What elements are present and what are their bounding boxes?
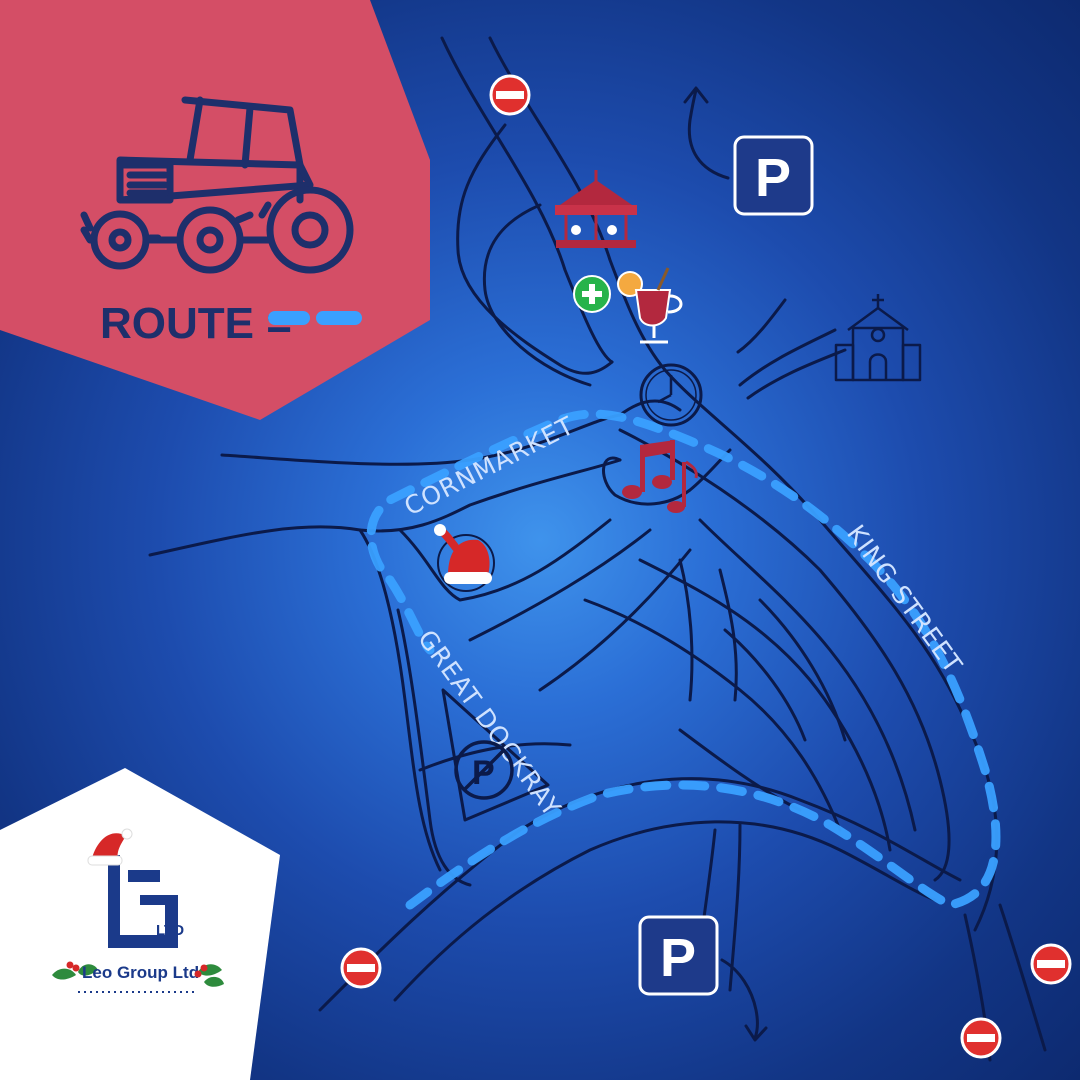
- church-icon: [834, 294, 922, 382]
- svg-text:P: P: [472, 754, 495, 792]
- no-entry-icon: [960, 1017, 1002, 1059]
- santa-hat-icon: [87, 828, 133, 866]
- arrow-icon: [683, 86, 730, 180]
- street-label-king-street: KING STREET: [841, 519, 968, 679]
- arrow-icon: [720, 958, 768, 1042]
- logo-ltd-text: LTD: [156, 922, 184, 939]
- parking-sign-top: P: [733, 135, 814, 216]
- no-entry-icon: [1030, 943, 1072, 985]
- street-network: [148, 36, 1047, 1062]
- leo-group-logo: LTD: [87, 828, 184, 948]
- brand-panel: LTD Leo Group Ltd: [0, 768, 280, 1080]
- parking-label: P: [755, 148, 791, 208]
- clock-icon: [639, 363, 703, 427]
- no-entry-icon: [340, 947, 382, 989]
- music-note-icon: [622, 440, 698, 513]
- holly-icon: [194, 964, 224, 987]
- route-line: [366, 409, 1001, 910]
- no-entry-icon: [489, 74, 531, 116]
- carousel-icon: [555, 170, 637, 248]
- parking-label: P: [660, 928, 696, 988]
- route-legend-label: ROUTE =: [100, 299, 292, 348]
- holly-icon: [52, 961, 98, 980]
- parking-sign-bottom: P: [638, 915, 719, 996]
- brand-name: Leo Group Ltd: [82, 963, 199, 982]
- route-legend-panel: ROUTE =: [0, 0, 430, 420]
- santa-hat-icon: [434, 524, 495, 592]
- first-aid-icon: [573, 275, 611, 313]
- tractor-icon: [80, 96, 354, 274]
- mulled-wine-icon: [617, 267, 683, 344]
- street-label-cornmarket: CORNMARKET: [400, 411, 580, 522]
- street-label-great-dockray: GREAT DOCKRAY: [412, 624, 567, 822]
- no-parking-icon: P: [454, 740, 514, 800]
